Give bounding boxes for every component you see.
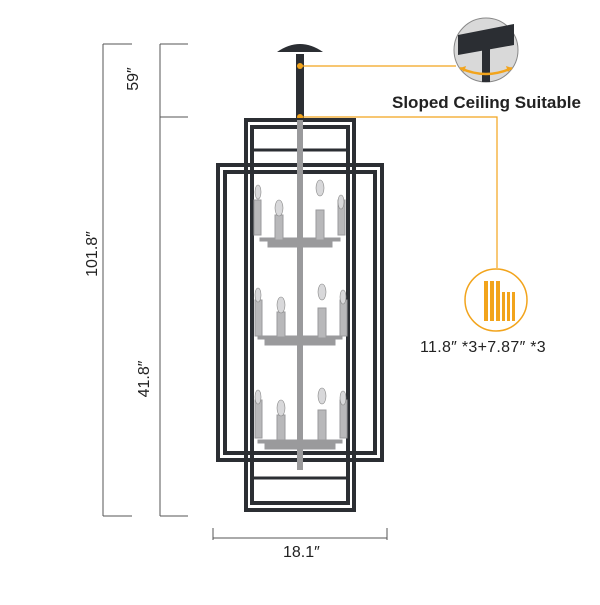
width-label: 18.1″ (283, 544, 320, 561)
body-height-label: 41.8″ (136, 360, 153, 398)
center-rod (297, 120, 303, 470)
bulb-height-icon (464, 268, 528, 332)
overall-height-label: 101.8″ (84, 231, 101, 277)
dimension-lines (102, 43, 388, 540)
candle-tier-2 (254, 299, 348, 346)
candle-tier-1 (253, 199, 346, 248)
top-height-label: 59″ (125, 67, 142, 91)
canopy (277, 44, 323, 120)
bulbs (254, 179, 347, 417)
bulb-spec-label: 11.8″ *3+7.87″ *3 (420, 339, 547, 356)
sloped-ceiling-label: Sloped Ceiling Suitable (392, 93, 581, 112)
callout-lines (300, 65, 498, 268)
sloped-ceiling-icon (453, 17, 519, 83)
